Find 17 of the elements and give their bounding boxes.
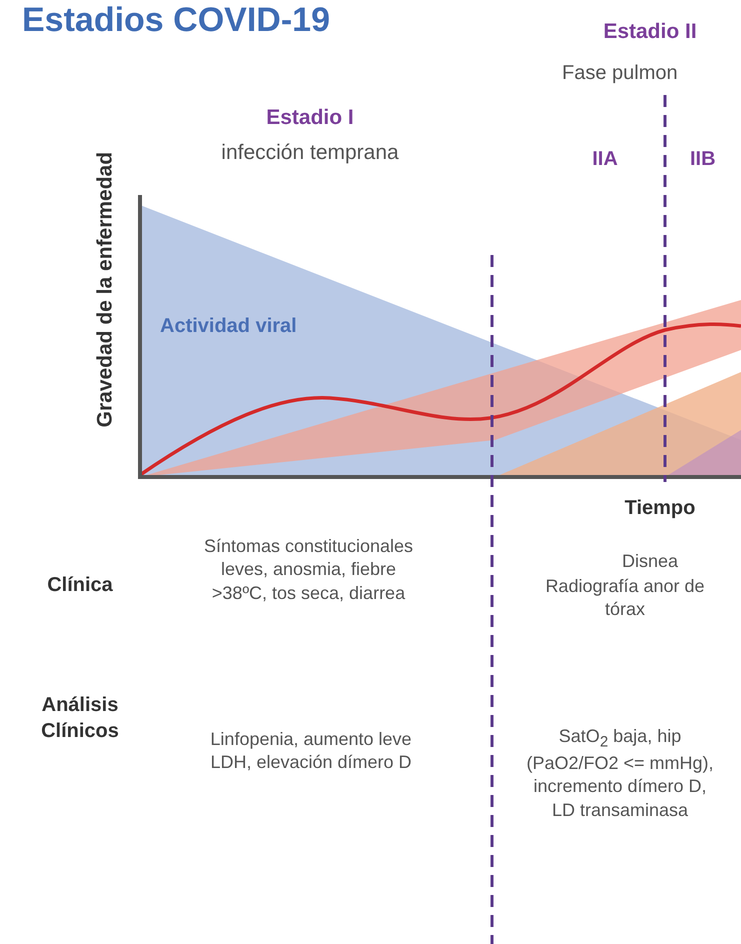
label-text: IIA	[591, 147, 619, 172]
label-text: Clínica	[46, 573, 114, 598]
label-text: Fase pulmon	[562, 61, 679, 86]
label-text: Actividad viral	[160, 314, 298, 339]
label-text: Linfopenia, aumento leve LDH, elevación dímero D	[209, 728, 413, 774]
label-text: Estadio I	[265, 105, 355, 131]
label-text: Tiempo	[624, 496, 696, 521]
label-text: infección temprana	[220, 140, 400, 166]
label-text: SatO$_{2}$ baja, hip (PaO2/FO2 <= mmHg), incremento dímero D, LD transaminasa	[525, 725, 715, 822]
label-text: IIB	[690, 147, 717, 172]
label-text: Análisis Clínicos	[40, 693, 120, 744]
title: Estadios COVID-19	[22, 2, 330, 40]
axis-title: Gravedad de la enfermedad	[92, 150, 118, 430]
label-text: Radiografía anor de tórax	[544, 575, 706, 622]
label-text: Síntomas constitucionales leves, anosmia, fiebre >38ºC, tos seca, diarrea	[202, 535, 414, 605]
label-text: Estadio II	[602, 19, 698, 45]
label-text: Disnea	[620, 550, 680, 573]
